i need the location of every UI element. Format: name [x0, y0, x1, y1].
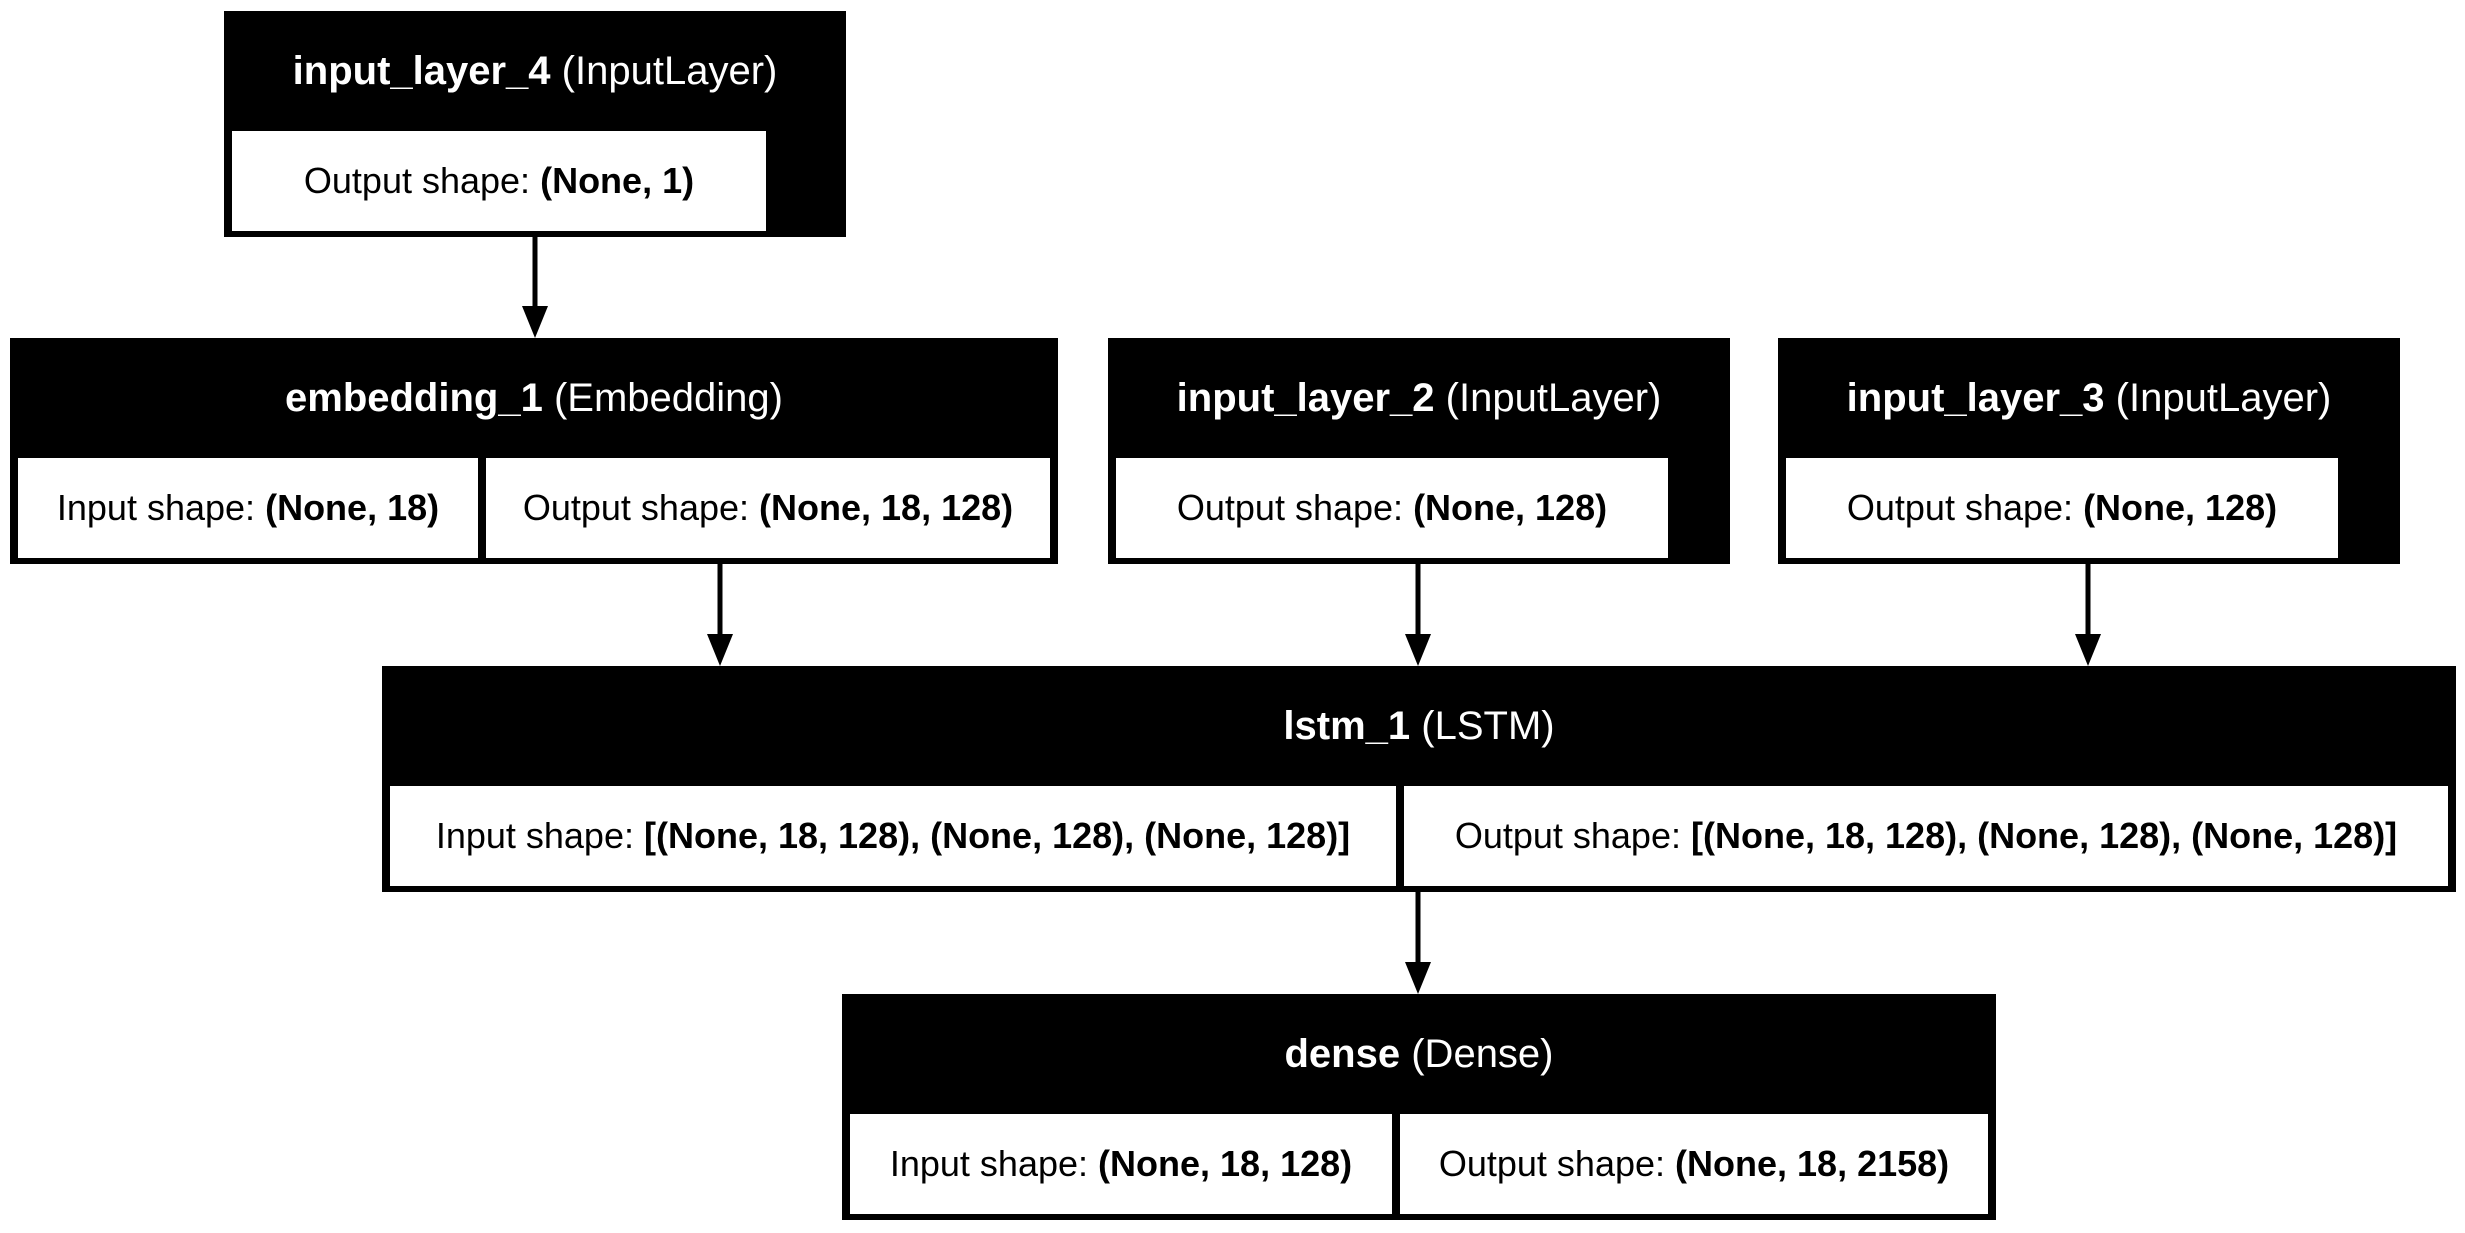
- output-shape-label: Output shape:: [1846, 487, 2074, 528]
- input-shape-value: (None, 18): [265, 487, 440, 528]
- output-shape-label: Output shape:: [1176, 487, 1404, 528]
- output-shape-label: Output shape:: [1438, 1143, 1666, 1184]
- edge-input_layer_3-to-lstm_1: [2075, 562, 2101, 666]
- output-shape-value: (None, 18, 128): [759, 487, 1014, 528]
- output-shape-value: (None, 18, 2158): [1675, 1143, 1950, 1184]
- node-lstm_1: lstm_1 (LSTM) Input shape: [(None, 18, 1…: [382, 666, 2456, 892]
- output-shape-cell: Output shape: [(None, 18, 128), (None, 1…: [1404, 786, 2448, 886]
- input-shape-cell: Input shape: (None, 18, 128): [850, 1114, 1392, 1214]
- input-shape-label: Input shape:: [435, 815, 634, 856]
- edge-input_layer_4-to-embedding_1: [522, 236, 548, 338]
- output-shape-value: (None, 128): [2083, 487, 2278, 528]
- node-embedding_1: embedding_1 (Embedding) Input shape: (No…: [10, 338, 1058, 564]
- input-shape-label: Input shape:: [889, 1143, 1089, 1184]
- output-shape-label: Output shape:: [303, 160, 531, 201]
- node-title: lstm_1 (LSTM): [382, 666, 2456, 786]
- node-input_layer_4: input_layer_4 (InputLayer) Output shape:…: [224, 11, 846, 237]
- layer-type: (Dense): [1411, 1031, 1554, 1076]
- layer-name: embedding_1: [285, 375, 543, 420]
- node-input_layer_3: input_layer_3 (InputLayer) Output shape:…: [1778, 338, 2400, 564]
- edge-input_layer_2-to-lstm_1: [1405, 562, 1431, 666]
- layer-type: (InputLayer): [561, 48, 778, 93]
- node-title: input_layer_2 (InputLayer): [1108, 338, 1730, 458]
- layer-type: (InputLayer): [2115, 375, 2332, 420]
- layer-name: input_layer_4: [292, 48, 551, 93]
- edge-lstm_1-to-dense: [1405, 892, 1431, 994]
- layer-type: (InputLayer): [1445, 375, 1662, 420]
- layer-name: input_layer_2: [1176, 375, 1435, 420]
- node-title: embedding_1 (Embedding): [10, 338, 1058, 458]
- input-shape-label: Input shape:: [56, 487, 256, 528]
- layer-name: dense: [1284, 1031, 1401, 1076]
- output-shape-cell: Output shape: (None, 1): [232, 131, 766, 231]
- input-shape-value: [(None, 18, 128), (None, 128), (None, 12…: [644, 815, 1351, 856]
- node-input_layer_2: input_layer_2 (InputLayer) Output shape:…: [1108, 338, 1730, 564]
- layer-name: lstm_1: [1283, 703, 1411, 748]
- input-shape-cell: Input shape: (None, 18): [18, 458, 478, 558]
- output-shape-cell: Output shape: (None, 128): [1116, 458, 1668, 558]
- output-shape-value: (None, 128): [1413, 487, 1608, 528]
- output-shape-value: (None, 1): [540, 160, 695, 201]
- output-shape-cell: Output shape: (None, 128): [1786, 458, 2338, 558]
- layer-type: (LSTM): [1421, 703, 1555, 748]
- node-title: input_layer_3 (InputLayer): [1778, 338, 2400, 458]
- edge-embedding_1-to-lstm_1: [707, 562, 733, 666]
- layer-type: (Embedding): [553, 375, 783, 420]
- node-title: dense (Dense): [842, 994, 1996, 1114]
- input-shape-value: (None, 18, 128): [1098, 1143, 1353, 1184]
- layer-name: input_layer_3: [1846, 375, 2105, 420]
- node-title: input_layer_4 (InputLayer): [224, 11, 846, 131]
- output-shape-label: Output shape:: [1454, 815, 1681, 856]
- output-shape-cell: Output shape: (None, 18, 2158): [1400, 1114, 1988, 1214]
- output-shape-label: Output shape:: [522, 487, 750, 528]
- output-shape-cell: Output shape: (None, 18, 128): [486, 458, 1050, 558]
- input-shape-cell: Input shape: [(None, 18, 128), (None, 12…: [390, 786, 1396, 886]
- output-shape-value: [(None, 18, 128), (None, 128), (None, 12…: [1691, 815, 2398, 856]
- node-dense: dense (Dense) Input shape: (None, 18, 12…: [842, 994, 1996, 1220]
